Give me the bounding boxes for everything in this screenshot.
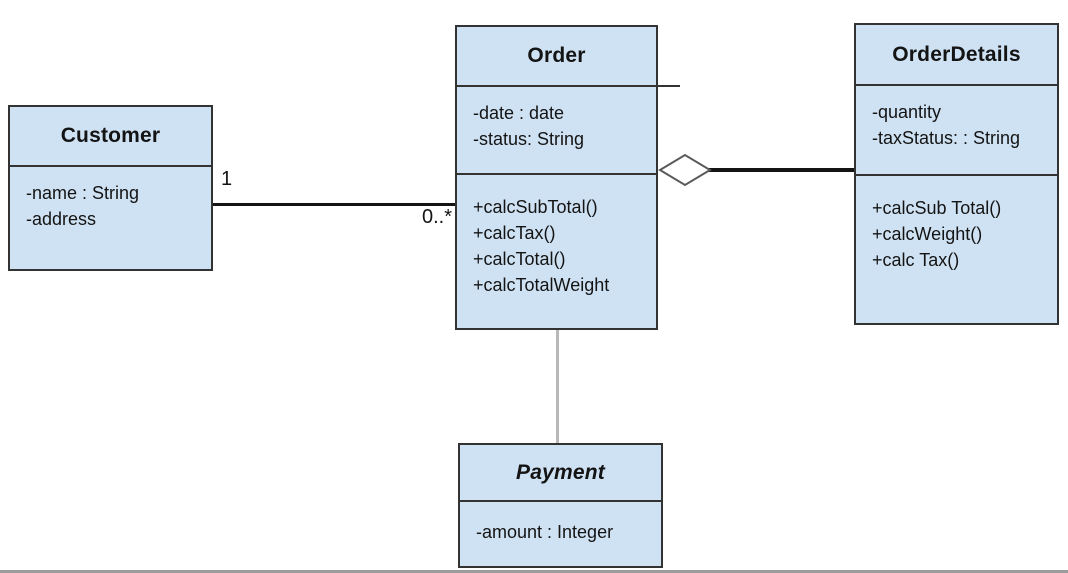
- aggregation-diamond-icon[interactable]: [658, 153, 712, 187]
- class-box-order[interactable]: Order -date : date -status: String +calc…: [455, 25, 658, 330]
- attribute: -name : String: [26, 183, 140, 203]
- attribute: -amount : Integer: [476, 522, 614, 542]
- orderdetails-methods: +calcSub Total() +calcWeight() +calc Tax…: [856, 174, 1057, 321]
- method: +calcTotalWeight: [473, 275, 610, 295]
- link-line-order-payment[interactable]: [556, 330, 559, 443]
- multiplicity-order-side: 0..*: [421, 206, 452, 228]
- order-attributes: -date : date -status: String: [457, 87, 656, 173]
- attribute: -quantity: [872, 102, 942, 122]
- method: +calcSub Total(): [872, 198, 1002, 218]
- method: +calcWeight(): [872, 224, 983, 244]
- order-title-divider-overhang: [657, 85, 680, 87]
- method: +calcTax(): [473, 223, 556, 243]
- class-box-payment[interactable]: Payment -amount : Integer: [458, 443, 663, 568]
- aggregation-line-order-orderdetails[interactable]: [706, 168, 854, 172]
- multiplicity-customer-side: 1: [221, 168, 233, 190]
- bottom-edge-artifact: [0, 570, 1068, 573]
- orderdetails-attributes: -quantity -taxStatus: : String: [856, 86, 1057, 174]
- class-title-customer: Customer: [10, 107, 211, 167]
- customer-attributes: -name : String -address: [10, 167, 211, 232]
- attribute: -status: String: [473, 129, 585, 149]
- class-title-payment: Payment: [460, 445, 661, 502]
- class-box-customer[interactable]: Customer -name : String -address: [8, 105, 213, 271]
- payment-attributes: -amount : Integer: [460, 502, 661, 545]
- attribute: -address: [26, 209, 97, 229]
- attribute: -taxStatus: : String: [872, 128, 1021, 148]
- method: +calcSubTotal(): [473, 197, 598, 217]
- attribute: -date : date: [473, 103, 565, 123]
- order-methods: +calcSubTotal() +calcTax() +calcTotal() …: [457, 173, 656, 324]
- class-box-orderdetails[interactable]: OrderDetails -quantity -taxStatus: : Str…: [854, 23, 1059, 325]
- class-title-orderdetails: OrderDetails: [856, 25, 1057, 86]
- class-title-order: Order: [457, 27, 656, 87]
- method: +calc Tax(): [872, 250, 960, 270]
- method: +calcTotal(): [473, 249, 566, 269]
- association-line-customer-order[interactable]: [213, 203, 455, 206]
